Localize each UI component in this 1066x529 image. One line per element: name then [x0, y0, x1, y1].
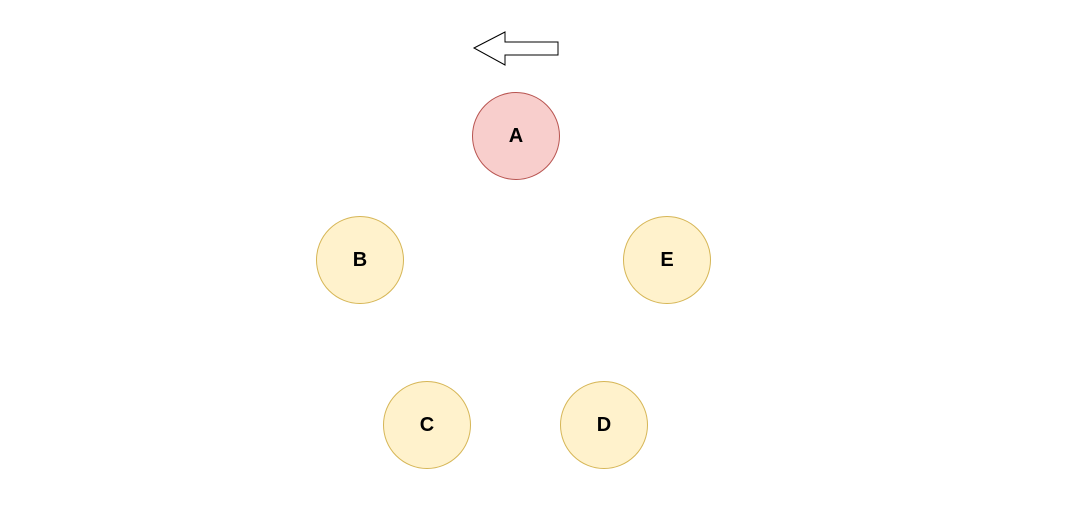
node-a: A: [472, 92, 560, 180]
node-c: C: [383, 381, 471, 469]
node-b: B: [316, 216, 404, 304]
node-e: E: [623, 216, 711, 304]
left-arrow-icon: [472, 31, 559, 66]
node-d: D: [560, 381, 648, 469]
